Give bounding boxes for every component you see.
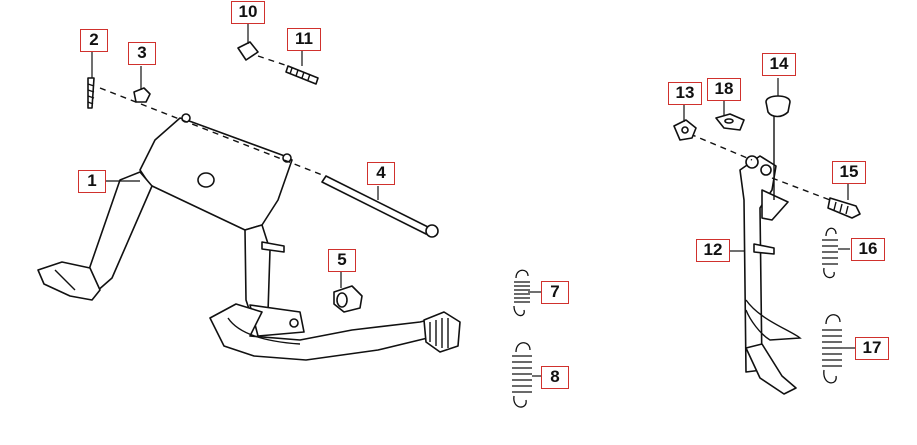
leader-lines [91,24,856,377]
callout-13: 13 [668,82,702,105]
callout-11: 11 [287,28,321,51]
callout-12: 12 [696,239,730,262]
callout-4: 4 [367,162,395,185]
spring-17 [822,314,842,384]
bolt [87,77,95,109]
callout-5: 5 [328,249,356,272]
spring-large [512,342,532,408]
callout-1: 1 [78,170,106,193]
callout-7: 7 [541,281,569,304]
side-nut [673,119,697,141]
callout-16: 16 [851,238,885,261]
pivot-shaft [99,87,439,238]
callout-14: 14 [762,53,796,76]
callout-15: 15 [832,161,866,184]
callout-8: 8 [541,366,569,389]
bushing [333,285,363,313]
rubber-stop [765,95,791,118]
side-stand [739,155,802,395]
cap-nut [237,41,259,61]
callout-18: 18 [707,78,741,101]
callout-3: 3 [128,42,156,65]
screw [285,65,319,85]
side-bolt [827,197,861,219]
center-stand [37,113,461,361]
spring-small [513,269,530,317]
spring-16 [822,227,838,279]
callout-10: 10 [231,1,265,24]
clip [715,113,745,131]
callout-17: 17 [855,337,889,360]
nut [133,87,151,103]
callout-2: 2 [80,29,108,52]
